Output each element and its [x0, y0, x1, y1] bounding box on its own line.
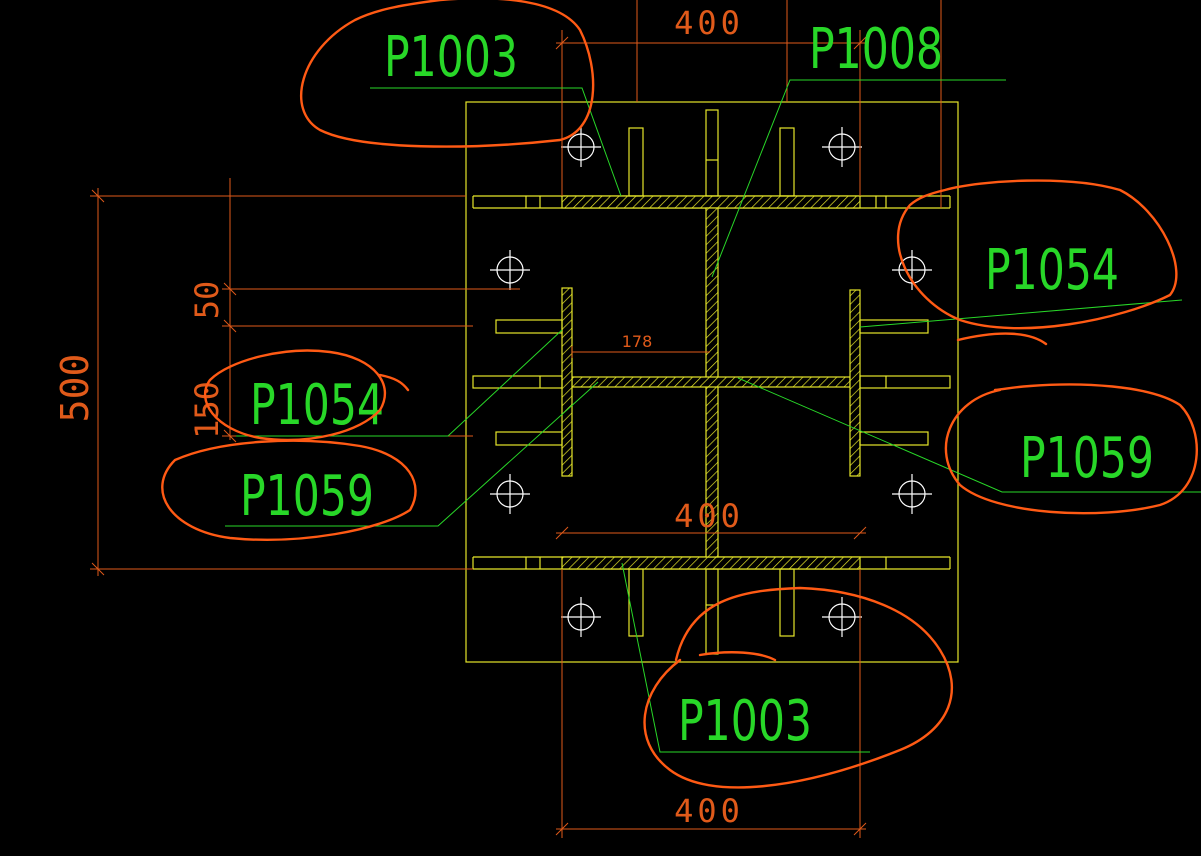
stiffener [628, 568, 644, 637]
bolt-hole [490, 474, 530, 514]
bolt-holes [490, 127, 932, 637]
rib [859, 431, 929, 446]
bolt-hole [892, 250, 932, 290]
top-flange [561, 195, 861, 209]
base-plate [465, 101, 959, 663]
bolt-hole [561, 597, 601, 637]
dim-bottom-width: 400 [674, 792, 744, 830]
dim-top-width: 400 [674, 4, 744, 42]
label-top-right: P1008 [809, 17, 943, 82]
bolt-hole [892, 474, 932, 514]
dimension-lines [90, 0, 942, 838]
right-side-plate [849, 289, 861, 477]
stiffener [779, 127, 795, 197]
rib [495, 319, 563, 334]
cross-web [571, 376, 851, 388]
stiffener [779, 568, 795, 637]
bolt-hole [822, 597, 862, 637]
label-left-lower: P1059 [240, 464, 374, 529]
leader-lines [225, 79, 1201, 753]
label-bottom: P1003 [678, 689, 812, 754]
markup-circle-bottom [643, 586, 954, 789]
markup-circle-left-lower [161, 439, 417, 541]
rib [472, 375, 563, 389]
dim-left-height: 500 [53, 354, 97, 423]
rib [859, 375, 951, 389]
dim-offset-50: 50 [188, 281, 226, 320]
stiffener [705, 568, 719, 655]
label-right-upper: P1054 [985, 238, 1119, 303]
steel-geometry [465, 101, 959, 663]
label-top-left: P1003 [384, 25, 518, 90]
stiffener [705, 109, 719, 197]
dim-web-gap: 178 [622, 332, 653, 351]
dim-mid-width: 400 [674, 497, 744, 535]
bolt-hole [561, 127, 601, 167]
markup-circle-left-upper [204, 349, 410, 442]
label-right-lower: P1059 [1020, 426, 1154, 491]
markup-circle-right-lower [944, 383, 1198, 515]
dim-offset-150: 150 [188, 381, 226, 439]
left-side-plate [561, 287, 573, 477]
stiffener [628, 127, 644, 197]
rib [495, 431, 563, 446]
label-left-upper: P1054 [250, 373, 384, 438]
markup-circle-right-upper [896, 179, 1178, 346]
bottom-flange [561, 556, 861, 570]
bolt-hole [822, 127, 862, 167]
markup-annotations [161, 0, 1198, 789]
markup-circle-top-left [300, 0, 595, 148]
bolt-hole [490, 250, 530, 290]
